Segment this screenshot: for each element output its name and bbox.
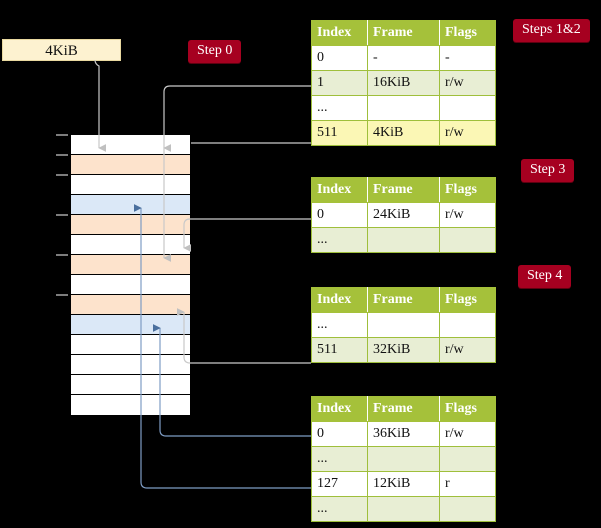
memory-frame-row: [71, 155, 190, 175]
cell-flags: r/w: [439, 120, 496, 146]
cell-frame: 12KiB: [367, 471, 440, 497]
virtual-page-label: 4KiB: [45, 43, 78, 59]
column-header-index: Index: [311, 177, 368, 203]
cell-frame: [367, 496, 440, 522]
column-header-flags: Flags: [439, 20, 496, 46]
table-row: ...: [311, 446, 496, 472]
cell-frame: [367, 446, 440, 472]
cell-frame: [367, 312, 440, 338]
memory-tick: [56, 254, 68, 256]
memory-frame-row: [71, 355, 190, 375]
cell-index: ...: [311, 227, 368, 253]
column-header-flags: Flags: [439, 287, 496, 313]
cell-index: 511: [311, 120, 368, 146]
table-row: ...: [311, 227, 496, 253]
cell-index: 511: [311, 337, 368, 363]
cell-index: ...: [311, 312, 368, 338]
wire-l3-32kib: [177, 308, 311, 364]
memory-frame-row: [71, 275, 190, 295]
cell-flags: -: [439, 45, 496, 71]
memory-frame-row: [71, 195, 190, 215]
cell-flags: [439, 446, 496, 472]
column-header-flags: Flags: [439, 177, 496, 203]
memory-tick: [56, 294, 68, 296]
column-header-frame: Frame: [367, 20, 440, 46]
column-header-frame: Frame: [367, 287, 440, 313]
cell-frame: 36KiB: [367, 421, 440, 447]
column-header-index: Index: [311, 287, 368, 313]
cell-flags: r/w: [439, 70, 496, 96]
cell-frame: 4KiB: [367, 120, 440, 146]
memory-frame-row: [71, 255, 190, 275]
memory-frame-row: [71, 215, 190, 235]
column-header-index: Index: [311, 396, 368, 422]
memory-frame-row: [71, 135, 190, 155]
column-header-index: Index: [311, 20, 368, 46]
cell-flags: r/w: [439, 202, 496, 228]
cell-index: 0: [311, 202, 368, 228]
wire-l4-12kib: [140, 414, 311, 489]
cell-flags: [439, 312, 496, 338]
table-row: 0--: [311, 45, 496, 71]
badge-step-3: Step 3: [521, 159, 575, 182]
cell-flags: r/w: [439, 337, 496, 363]
cell-frame: 32KiB: [367, 337, 440, 363]
memory-frame-row: [71, 295, 190, 315]
cell-frame: -: [367, 45, 440, 71]
column-header-flags: Flags: [439, 396, 496, 422]
wire-l4-36kib: [159, 414, 311, 437]
memory-frame-row: [71, 335, 190, 355]
table-row: ...: [311, 496, 496, 522]
cell-index: ...: [311, 95, 368, 121]
table-row: ...: [311, 95, 496, 121]
memory-tick: [56, 154, 68, 156]
memory-frame-row: [71, 375, 190, 395]
cell-index: 127: [311, 471, 368, 497]
memory-frame-row: [71, 395, 190, 415]
cell-flags: [439, 95, 496, 121]
memory-frame-row: [71, 315, 190, 335]
cell-frame: [367, 95, 440, 121]
virtual-page-box: 4KiB: [2, 39, 121, 61]
table-row: ...: [311, 312, 496, 338]
cell-frame: 24KiB: [367, 202, 440, 228]
column-header-frame: Frame: [367, 396, 440, 422]
memory-frame-row: [71, 235, 190, 255]
cell-index: ...: [311, 446, 368, 472]
memory-tick: [56, 174, 68, 176]
memory-tick: [56, 214, 68, 216]
cell-index: 0: [311, 45, 368, 71]
badge-steps-1-and-2: Steps 1&2: [513, 19, 590, 42]
badge-step-4: Step 4: [518, 265, 572, 288]
memory-frame-row: [71, 175, 190, 195]
wire-l2-24kib: [183, 218, 311, 252]
cell-flags: [439, 227, 496, 253]
column-header-frame: Frame: [367, 177, 440, 203]
badge-step-0: Step 0: [188, 40, 242, 63]
cell-index: ...: [311, 496, 368, 522]
cell-flags: r: [439, 471, 496, 497]
physical-memory-column: [70, 134, 191, 415]
memory-tick: [56, 134, 68, 136]
cell-frame: [367, 227, 440, 253]
cell-flags: [439, 496, 496, 522]
cell-index: 0: [311, 421, 368, 447]
cell-frame: 16KiB: [367, 70, 440, 96]
cell-flags: r/w: [439, 421, 496, 447]
cell-index: 1: [311, 70, 368, 96]
